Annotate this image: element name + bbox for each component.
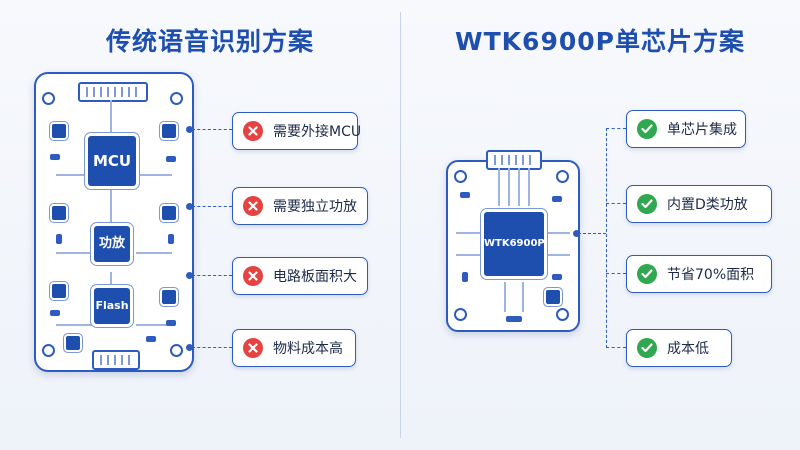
single-chip-item-card: 单芯片集成 (626, 110, 746, 148)
small-ic (162, 290, 176, 304)
x-circle-icon (243, 338, 263, 358)
traditional-item-label: 需要独立功放 (273, 199, 357, 215)
mounting-hole (556, 308, 569, 321)
title-traditional-solution: 传统语音识别方案 (105, 27, 314, 56)
check-circle-icon (637, 194, 657, 214)
wtk6900p-chip: WTK6900P (484, 212, 545, 276)
small-ic (162, 206, 176, 220)
mcu-chip: MCU (88, 136, 136, 186)
connector-dot (186, 203, 193, 210)
x-circle-icon (243, 196, 263, 216)
title-single-chip-solution: WTK6900P单芯片方案 (455, 27, 745, 56)
amplifier-chip: 功放 (94, 226, 130, 262)
mounting-hole (42, 344, 55, 357)
single-chip-item-card: 成本低 (626, 329, 732, 367)
traditional-item-card: 电路板面积大 (232, 257, 368, 295)
check-circle-icon (637, 264, 657, 284)
small-ic (162, 124, 176, 138)
check-circle-icon (637, 338, 657, 358)
traditional-item-label: 物料成本高 (273, 341, 343, 357)
mounting-hole (454, 170, 467, 183)
traditional-item-card: 需要独立功放 (232, 187, 368, 225)
connector-dot (186, 272, 193, 279)
traditional-item-card: 物料成本高 (232, 329, 356, 367)
mcu-chip-label: MCU (92, 152, 132, 170)
flash-chip-label: Flash (95, 299, 129, 312)
mounting-hole (556, 170, 569, 183)
single-chip-item-card: 节省70%面积 (626, 255, 772, 293)
bottom-connector (92, 350, 140, 370)
flash-chip: Flash (94, 288, 130, 324)
small-ic (52, 284, 66, 298)
mounting-hole (170, 344, 183, 357)
small-ic (66, 336, 80, 350)
connector-dot (186, 126, 193, 133)
single-chip-item-label: 成本低 (667, 341, 709, 357)
single-chip-pcb-board: WTK6900P (446, 150, 580, 332)
mounting-hole (42, 92, 55, 105)
amplifier-chip-label: 功放 (98, 236, 125, 251)
single-chip-item-label: 节省70%面积 (667, 267, 755, 283)
small-ic (546, 290, 560, 304)
connector-dot (186, 344, 193, 351)
traditional-item-label: 电路板面积大 (273, 269, 357, 285)
mounting-hole (454, 308, 467, 321)
x-circle-icon (243, 266, 263, 286)
wtk6900p-chip-label: WTK6900P (484, 238, 545, 249)
top-connector (486, 150, 542, 170)
small-ic (52, 206, 66, 220)
traditional-item-label: 需要外接MCU (273, 124, 362, 140)
top-connector (78, 82, 148, 102)
small-ic (52, 124, 66, 138)
mounting-hole (170, 92, 183, 105)
single-chip-item-label: 内置D类功放 (667, 197, 748, 213)
traditional-pcb-board: MCU 功放 Flash (34, 72, 194, 372)
center-divider (400, 12, 401, 438)
check-circle-icon (637, 119, 657, 139)
traditional-item-card: 需要外接MCU (232, 112, 362, 150)
connector-dot (573, 230, 580, 237)
single-chip-item-card: 内置D类功放 (626, 185, 772, 223)
x-circle-icon (243, 121, 263, 141)
single-chip-item-label: 单芯片集成 (667, 122, 737, 138)
